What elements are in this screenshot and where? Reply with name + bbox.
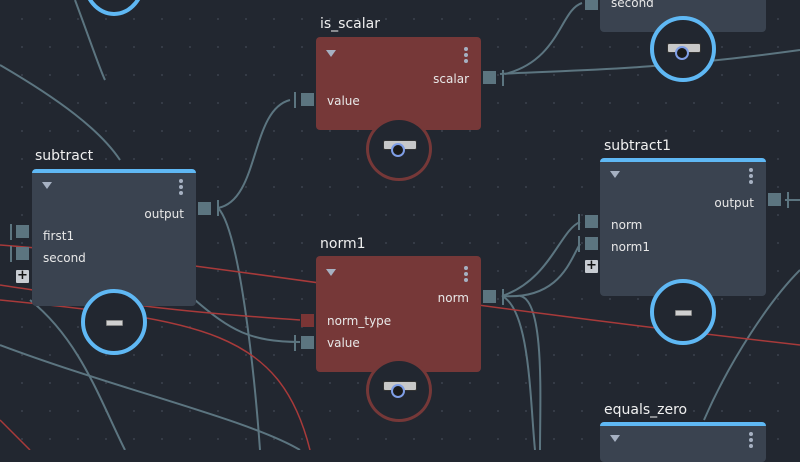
output-port-output[interactable] bbox=[768, 193, 781, 206]
input-port-norm[interactable] bbox=[585, 215, 598, 228]
node-title-norm1: norm1 bbox=[320, 236, 366, 252]
node-top-right-bubble[interactable] bbox=[650, 16, 716, 82]
port-label-output: output bbox=[144, 207, 184, 221]
output-port-output[interactable] bbox=[198, 202, 211, 215]
camera-lens-icon bbox=[675, 46, 689, 60]
add-input-button[interactable]: + bbox=[585, 258, 598, 273]
output-connector bbox=[502, 70, 504, 86]
input-connector bbox=[578, 236, 580, 252]
output-port-norm[interactable] bbox=[483, 290, 496, 303]
more-options-icon[interactable] bbox=[464, 266, 468, 284]
camera-lens-icon bbox=[391, 143, 405, 157]
output-port-scalar[interactable] bbox=[483, 71, 496, 84]
collapse-icon[interactable] bbox=[326, 50, 336, 57]
is-scalar-bubble[interactable] bbox=[366, 117, 432, 181]
input-port-second[interactable] bbox=[16, 247, 29, 260]
node-norm1[interactable]: norm norm_type value bbox=[316, 256, 481, 372]
port-label-value: value bbox=[327, 94, 360, 108]
input-connector bbox=[578, 214, 580, 230]
node-title-subtract: subtract bbox=[35, 148, 94, 164]
node-title-equals-zero: equals_zero bbox=[604, 402, 688, 418]
more-options-icon[interactable] bbox=[179, 179, 183, 197]
more-options-icon[interactable] bbox=[464, 47, 468, 65]
input-connector bbox=[294, 92, 296, 108]
subtract1-bubble[interactable] bbox=[650, 279, 716, 345]
minus-icon bbox=[675, 310, 692, 316]
more-options-icon[interactable] bbox=[749, 168, 753, 186]
port-label-norm1: norm1 bbox=[611, 240, 650, 254]
port-label-scalar: scalar bbox=[433, 72, 469, 86]
input-port-first1[interactable] bbox=[16, 225, 29, 238]
node-title-subtract1: subtract1 bbox=[604, 138, 671, 154]
port-label-second: second bbox=[611, 0, 654, 10]
input-connector bbox=[10, 224, 12, 240]
port-label-norm: norm bbox=[611, 218, 643, 232]
camera-lens-icon bbox=[391, 384, 405, 398]
output-connector bbox=[502, 289, 504, 305]
node-equals-zero[interactable] bbox=[600, 422, 766, 462]
output-connector bbox=[217, 200, 219, 216]
input-port-value[interactable] bbox=[301, 93, 314, 106]
more-options-icon[interactable] bbox=[749, 432, 753, 450]
output-connector bbox=[787, 192, 789, 208]
input-connector bbox=[294, 335, 296, 351]
node-subtract[interactable]: output first1 second bbox=[32, 169, 196, 306]
port-label-output: output bbox=[714, 196, 754, 210]
port-label-norm: norm bbox=[437, 291, 469, 305]
add-input-button[interactable]: + bbox=[16, 268, 29, 283]
node-title-is-scalar: is_scalar bbox=[320, 16, 380, 32]
port-label-value: value bbox=[327, 336, 360, 350]
collapse-icon[interactable] bbox=[610, 435, 620, 442]
norm1-bubble[interactable] bbox=[366, 358, 432, 422]
port-label-norm-type: norm_type bbox=[327, 314, 392, 328]
collapse-icon[interactable] bbox=[326, 269, 336, 276]
collapse-icon[interactable] bbox=[610, 171, 620, 178]
node-is-scalar[interactable]: scalar value bbox=[316, 37, 481, 130]
input-port-second[interactable] bbox=[585, 0, 598, 10]
input-port-value[interactable] bbox=[301, 336, 314, 349]
input-connector bbox=[10, 246, 12, 262]
minus-icon bbox=[106, 320, 123, 326]
port-label-first1: first1 bbox=[43, 229, 75, 243]
port-label-second: second bbox=[43, 251, 86, 265]
input-port-norm-type[interactable] bbox=[301, 314, 314, 327]
subtract-bubble[interactable] bbox=[81, 289, 147, 355]
collapse-icon[interactable] bbox=[42, 182, 52, 189]
node-subtract1[interactable]: output norm norm1 bbox=[600, 158, 766, 296]
input-port-norm1[interactable] bbox=[585, 237, 598, 250]
